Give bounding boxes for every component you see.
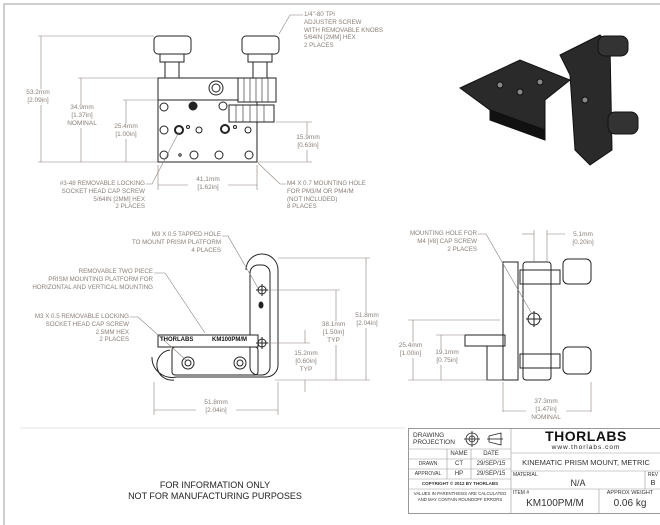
hole-spacing-dimension: 38.1mm [1.50in] TYP: [318, 321, 349, 345]
side-view-drawing: [408, 230, 592, 412]
side-height-a-dimension: 25.4mm [1.00in]: [394, 342, 427, 358]
approval-date: 29/SEP/15: [476, 471, 506, 477]
copyright: COPYRIGHT © 2012 BY THORLABS: [421, 481, 499, 486]
rev-label: REV: [647, 472, 659, 478]
projection-symbol-icon: [464, 431, 503, 447]
title-block-grid: [409, 429, 660, 513]
overall-height-dimension: 53.2mm [2.09in]: [18, 89, 58, 105]
date-header: DATE: [483, 451, 499, 457]
material-label: MATERIAL: [513, 472, 538, 478]
drawn-label: DRAWN: [418, 461, 438, 467]
name-header: NAME: [450, 451, 468, 457]
thorlabs-logo: THORLABS: [545, 428, 627, 444]
engraving-brand: THORLABS: [160, 337, 194, 343]
isometric-view: [459, 34, 639, 166]
tapped-hole-callout: M3 x 0.5 TAPPED HOLE TO MOUNT PRISM PLAT…: [131, 231, 221, 254]
platform-width-dimension: 51.8mm [2.04in]: [196, 399, 236, 415]
item-number: KM100PM/M: [526, 498, 584, 509]
platform-height-dimension: 51.8mm [2.04in]: [351, 312, 383, 328]
platform-top-view: [130, 235, 370, 415]
depth-dimension: 37.3mm [1.47in] NOMINAL: [526, 398, 566, 422]
title-block: DRAWING PROJECTION NAME DATE DRAWN CT 29…: [408, 428, 660, 514]
mounting-hole-callout: M4 X 0.7 MOUNTING HOLE FOR PM3/M OR PM4/…: [287, 180, 366, 211]
hole-offset-dimension: 15.2mm [0.60in] TYP: [289, 350, 323, 374]
side-height-b-dimension: 19.1mm [0.75in]: [431, 349, 463, 365]
disclaimer: VALUES IN PARENTHESIS ARE CALCULATED AND…: [413, 491, 507, 502]
front-view-drawing: [38, 14, 312, 190]
drawn-date: 29/SEP/15: [476, 461, 506, 467]
notice-line-2: NOT FOR MANUFACTURING PURPOSES: [128, 491, 302, 501]
nominal-height-dimension: 34.9mm [1.37in] NOMINAL: [62, 104, 102, 128]
notice-line-1: FOR INFORMATION ONLY: [159, 480, 271, 490]
right-height-dimension: 15.9mm [0.63in]: [288, 134, 328, 150]
part-description: KINEMATIC PRISM MOUNT, METRIC: [522, 458, 650, 467]
platform-callout: REMOVABLE TWO PIECE PRISM MOUNTING PLATF…: [32, 268, 153, 291]
engraving-part-number: KM100PM/M: [212, 337, 248, 343]
side-mounting-hole-callout: MOUNTING HOLE FOR M4 [#8] CAP SCREW 2 PL…: [409, 230, 477, 253]
width-dimension: 41.1mm [1.62in]: [188, 176, 228, 192]
item-label: ITEM #: [513, 490, 530, 496]
projection-label: DRAWING PROJECTION: [413, 432, 455, 446]
weight-label: APPROX WEIGHT: [606, 490, 654, 496]
center-height-dimension: 25.4mm [1.00in]: [106, 123, 146, 139]
information-only-notice: FOR INFORMATION ONLY NOT FOR MANUFACTURI…: [110, 480, 320, 502]
locking-screw-callout: #3-48 REMOVABLE LOCKING SOCKET HEAD CAP …: [59, 180, 145, 211]
weight-value: 0.06 kg: [613, 498, 647, 509]
technical-drawing: [20, 14, 639, 429]
drawn-name: CT: [455, 461, 463, 467]
approval-label: APPROVAL: [414, 471, 442, 477]
rev-value: B: [650, 478, 656, 487]
material-value: N/A: [570, 478, 586, 488]
approval-name: HP: [454, 471, 464, 477]
platform-screw-callout: M3 x 0.5 REMOVABLE LOCKING SOCKET HEAD C…: [34, 313, 129, 344]
adjuster-screw-callout: 1/4"-80 TPI ADJUSTER SCREW WITH REMOVABL…: [304, 11, 383, 50]
offset-dimension: 5.1mm [0.20in]: [572, 231, 594, 246]
drawing-frame: [3, 3, 660, 525]
website: www.thorlabs.com: [551, 444, 621, 451]
